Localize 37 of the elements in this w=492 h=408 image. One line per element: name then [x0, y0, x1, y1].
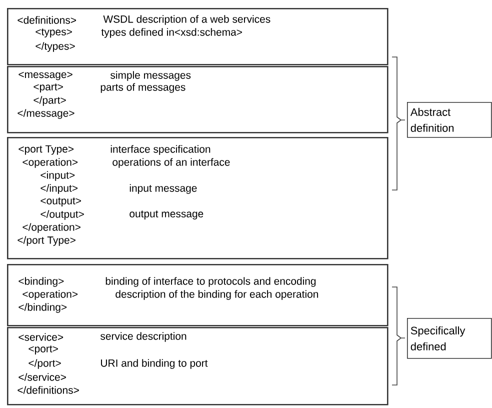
label-box: Specifically defined: [407, 318, 492, 359]
xml-tag: </output>: [40, 210, 84, 220]
xml-tag: <input>: [40, 171, 75, 181]
description-text: URI and binding to port: [101, 359, 208, 369]
xml-tag: <operation>: [22, 290, 78, 300]
description-text: output message: [130, 210, 204, 220]
description-text: interface specification: [110, 145, 210, 155]
description-text: operations of an interface: [112, 158, 230, 168]
xml-tag: </message>: [18, 109, 74, 119]
description-text: binding of interface to protocols and encoding: [106, 277, 316, 287]
xml-tag: <message>: [18, 72, 72, 80]
xml-tag: <definitions>: [18, 16, 76, 24]
xml-tag: <part>: [34, 84, 63, 92]
description-text: WSDL description of a web services: [103, 15, 270, 25]
description-text: service description: [100, 332, 186, 342]
description-text: input message: [130, 184, 197, 194]
description-text: parts of messages: [100, 83, 186, 93]
xml-tag: <port>: [28, 346, 58, 354]
xml-tag: </port Type>: [18, 236, 76, 246]
label-box: Abstract definition: [407, 102, 492, 138]
xml-tag: </input>: [40, 184, 78, 194]
description-text: types defined in<xsd:schema>: [101, 28, 242, 38]
xml-tag: </part>: [34, 96, 66, 106]
xml-tag: <service>: [18, 333, 64, 341]
xml-tag: <port Type>: [18, 145, 74, 155]
xml-tag: <output>: [40, 198, 81, 206]
xml-tag: </port>: [28, 359, 61, 369]
xml-tag: </binding>: [18, 303, 67, 313]
xml-tag: </service>: [18, 373, 66, 381]
xml-tag: </operation>: [22, 223, 80, 233]
description-text: description of the binding for each operation: [116, 290, 318, 300]
xml-tag: </types>: [36, 42, 75, 52]
description-text: simple messages: [110, 71, 191, 81]
xml-tag: </definitions>: [18, 386, 79, 394]
xml-tag: <types>: [36, 28, 72, 38]
xml-tag: <operation>: [22, 158, 78, 168]
xml-tag: <binding>: [18, 277, 64, 287]
